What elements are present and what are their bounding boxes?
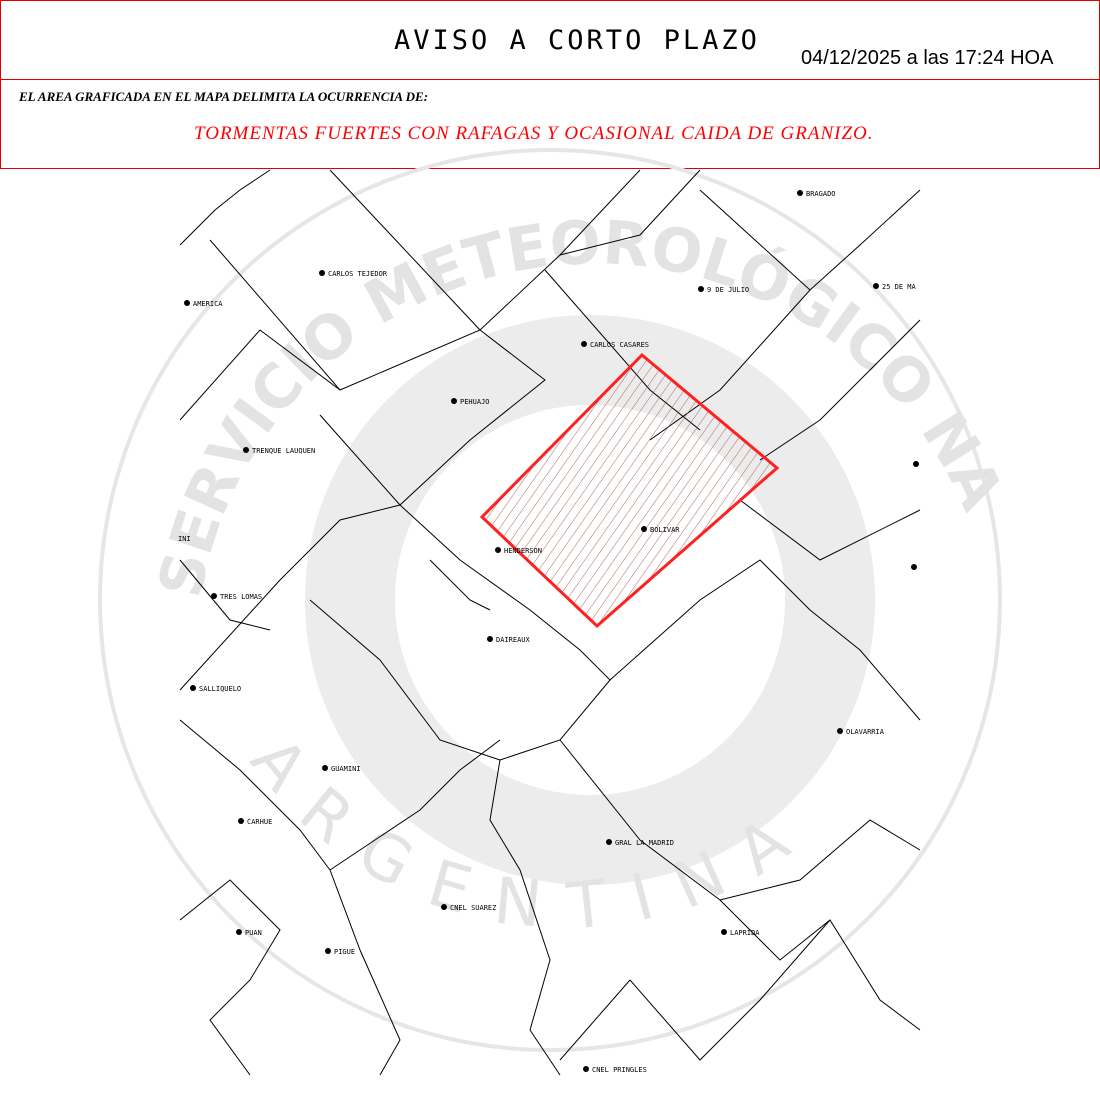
city-marker: 25 DE MA <box>873 283 917 291</box>
city-label: 9 DE JULIO <box>707 286 749 294</box>
city-marker: CNEL SUAREZ <box>441 904 496 912</box>
city-marker: GUAMINI <box>322 765 361 773</box>
city-marker-partial <box>913 461 919 467</box>
city-marker: GRAL LA MADRID <box>606 839 674 847</box>
city-marker: SALLIQUELO <box>190 685 241 693</box>
city-label: BOLIVAR <box>650 526 680 534</box>
city-marker: AMERICA <box>184 300 223 308</box>
city-dot-icon <box>322 765 328 771</box>
city-label: TRENQUE LAUQUEN <box>252 447 315 455</box>
city-label: LAPRIDA <box>730 929 760 937</box>
city-marker: DAIREAUX <box>487 636 531 644</box>
city-marker: PEHUAJO <box>451 398 490 406</box>
city-label: CARLOS CASARES <box>590 341 649 349</box>
city-marker-partial <box>911 564 917 570</box>
city-marker: CARLOS CASARES <box>581 341 649 349</box>
city-marker: PUAN <box>236 929 262 937</box>
city-label: CNEL SUAREZ <box>450 904 496 912</box>
city-dot-icon <box>583 1066 589 1072</box>
city-marker: LAPRIDA <box>721 929 760 937</box>
warning-header: AVISO A CORTO PLAZO 04/12/2025 a las 17:… <box>0 0 1100 169</box>
city-marker: 9 DE JULIO <box>698 286 749 294</box>
city-dot-icon <box>98 148 1002 1052</box>
city-label: DAIREAUX <box>496 636 531 644</box>
city-label: 25 DE MA <box>882 283 917 291</box>
city-label: PEHUAJO <box>460 398 490 406</box>
phenomenon-text: TORMENTAS FUERTES CON RAFAGAS Y OCASIONA… <box>194 123 874 144</box>
city-label: BRAGADO <box>806 190 836 198</box>
city-label: PUAN <box>245 929 262 937</box>
city-dot-icon <box>190 685 196 691</box>
alert-polygon <box>479 352 780 629</box>
city-marker: TRES LOMAS <box>211 593 262 601</box>
city-label: TRES LOMAS <box>220 593 262 601</box>
intro-text: EL AREA GRAFICADA EN EL MAPA DELIMITA LA… <box>19 89 429 104</box>
city-label: INI <box>178 535 191 543</box>
city-label: GUAMINI <box>331 765 361 773</box>
city-marker: OLAVARRIA <box>837 728 885 736</box>
city-marker: HENDERSON <box>495 547 542 555</box>
city-dot-icon <box>698 286 704 292</box>
city-label: CARLOS TEJEDOR <box>328 270 388 278</box>
city-label: CARHUE <box>247 818 272 826</box>
city-dot-icon <box>837 728 843 734</box>
city-dot-icon <box>325 948 331 954</box>
issued-timestamp: 04/12/2025 a las 17:24 HOA <box>801 47 1054 69</box>
city-marker: CARHUE <box>238 818 272 826</box>
city-marker: CNEL PRINGLES <box>583 1066 647 1074</box>
city-dot-icon <box>319 270 325 276</box>
city-dot-icon <box>641 526 647 532</box>
city-dot-icon <box>797 190 803 196</box>
city-label: CNEL PRINGLES <box>592 1066 647 1074</box>
city-label: OLAVARRIA <box>846 728 885 736</box>
city-label: HENDERSON <box>504 547 542 555</box>
city-dot-icon <box>184 300 190 306</box>
city-label: GRAL LA MADRID <box>615 839 674 847</box>
city-dot-icon <box>243 447 249 453</box>
page-title: AVISO A CORTO PLAZO <box>394 25 760 56</box>
city-dot-icon <box>305 315 875 885</box>
city-label: AMERICA <box>193 300 223 308</box>
city-label: PIGUE <box>334 948 355 956</box>
city-dot-icon <box>487 636 493 642</box>
city-marker: INI <box>178 535 191 543</box>
city-marker: TRENQUE LAUQUEN <box>243 447 315 455</box>
city-dot-icon <box>238 818 244 824</box>
city-dot-icon <box>451 398 457 404</box>
header-divider <box>1 79 1099 80</box>
city-dot-icon <box>581 341 587 347</box>
city-dot-icon <box>721 929 727 935</box>
city-dot-icon <box>495 547 501 553</box>
cities: BRAGADO CARLOS TEJEDOR 9 DE JULIO 25 DE … <box>178 190 919 1074</box>
city-dot-icon <box>236 929 242 935</box>
city-dot-icon <box>606 839 612 845</box>
city-dot-icon <box>441 904 447 910</box>
city-marker: PIGUE <box>325 948 355 956</box>
city-marker: BRAGADO <box>797 190 836 198</box>
city-marker: CARLOS TEJEDOR <box>319 270 388 278</box>
city-dot-icon <box>211 593 217 599</box>
city-dot-icon <box>873 283 879 289</box>
city-label: SALLIQUELO <box>199 685 241 693</box>
city-marker: BOLIVAR <box>641 526 680 534</box>
